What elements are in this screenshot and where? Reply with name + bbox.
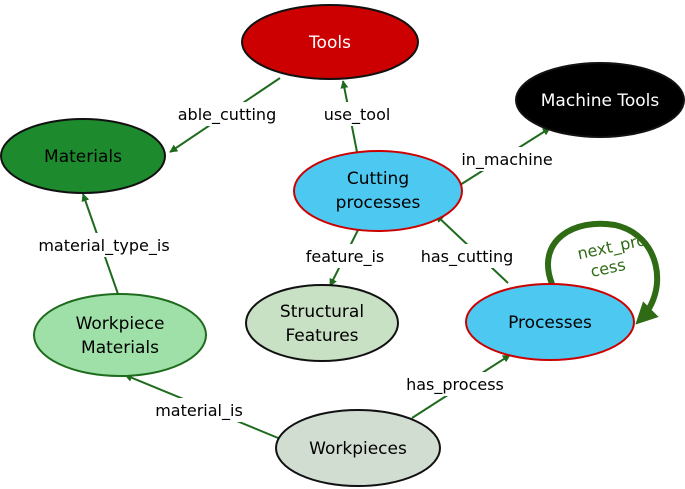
node-machine-tools[interactable]: Machine Tools bbox=[515, 62, 685, 138]
node-workpieces[interactable]: Workpieces bbox=[275, 409, 441, 487]
edge-label-material-type-is: material_type_is bbox=[38, 236, 169, 256]
edge-label-use-tool: use_tool bbox=[324, 105, 391, 125]
node-workpieces-label: Workpieces bbox=[309, 439, 407, 459]
node-materials[interactable]: Materials bbox=[0, 118, 166, 194]
node-materials-shape bbox=[0, 118, 166, 194]
edge-label-has-cutting: has_cutting bbox=[421, 247, 514, 267]
node-processes-label: Processes bbox=[508, 313, 592, 333]
edge-next-process-loop bbox=[544, 220, 661, 325]
node-workpiece-materials[interactable]: Workpiece Materials bbox=[33, 293, 207, 377]
node-processes[interactable]: Processes bbox=[465, 283, 635, 361]
edge-label-in-machine: in_machine bbox=[461, 150, 552, 170]
node-cutting-processes-line1: Cutting bbox=[347, 169, 409, 189]
edge-label-has-process: has_process bbox=[406, 375, 504, 395]
node-materials-label: Materials bbox=[44, 147, 122, 167]
node-cutting-processes-line2: processes bbox=[336, 193, 421, 213]
node-structural-features-line1: Structural bbox=[280, 302, 364, 322]
node-cutting-processes-shape bbox=[293, 150, 463, 232]
edge-label-bg-able-cutting bbox=[168, 102, 286, 126]
node-workpiece-materials-line2: Materials bbox=[81, 338, 159, 358]
node-tools[interactable]: Tools bbox=[241, 4, 419, 80]
edge-label-bg-has-process bbox=[396, 372, 514, 396]
node-processes-shape bbox=[465, 283, 635, 361]
node-workpieces-shape bbox=[275, 409, 441, 487]
node-workpiece-materials-line1: Workpiece bbox=[76, 314, 165, 334]
edge-label-bg-material-is bbox=[146, 398, 252, 422]
node-structural-features[interactable]: Structural Features bbox=[245, 284, 399, 362]
node-cutting-processes[interactable]: Cutting processes bbox=[293, 150, 463, 232]
edge-label-bg-has-cutting bbox=[410, 244, 524, 268]
node-structural-features-line2: Features bbox=[285, 326, 358, 346]
edge-label-bg-material-type-is bbox=[25, 233, 183, 257]
edge-label-bg-feature-is bbox=[298, 244, 392, 268]
edge-label-material-is: material_is bbox=[155, 401, 243, 421]
node-tools-label: Tools bbox=[308, 33, 351, 53]
edge-label-bg-in-machine bbox=[452, 147, 562, 171]
edge-label-feature-is: feature_is bbox=[306, 247, 385, 267]
node-workpiece-materials-shape bbox=[33, 293, 207, 377]
node-machine-tools-label: Machine Tools bbox=[541, 91, 660, 111]
node-tools-shape bbox=[241, 4, 419, 80]
node-machine-tools-shape bbox=[515, 62, 685, 138]
node-structural-features-shape bbox=[245, 284, 399, 362]
edge-label-able-cutting: able_cutting bbox=[178, 105, 276, 125]
edge-label-bg-use-tool bbox=[314, 102, 400, 126]
edge-label-next-process: next_pro cess bbox=[576, 230, 648, 281]
